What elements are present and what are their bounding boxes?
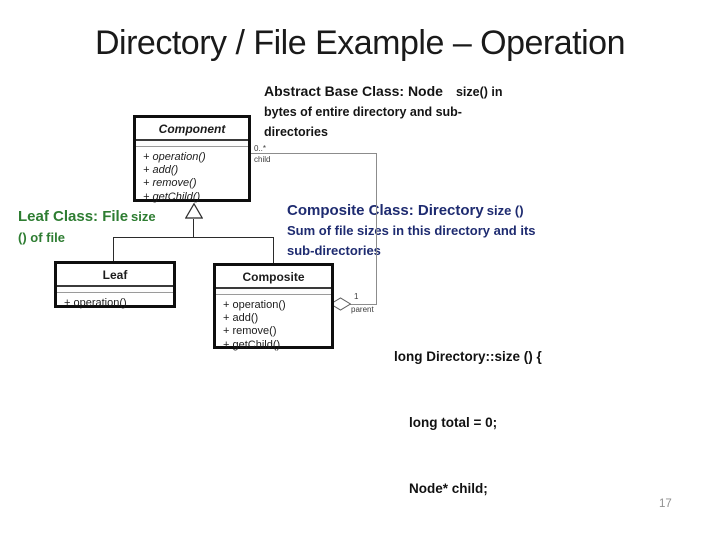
- leaf-operations-compartment: + operation(): [57, 293, 173, 312]
- uml-class-component: Component + operation() + add() + remove…: [133, 115, 251, 203]
- page-title: Directory / File Example – Operation: [95, 24, 625, 62]
- inheritance-composite-line: [273, 237, 274, 263]
- inheritance-leaf-line: [113, 237, 114, 261]
- inheritance-branch-line: [113, 237, 274, 238]
- component-method: + operation(): [143, 151, 206, 163]
- component-method: + getChild(): [143, 190, 201, 203]
- code-line: long total = 0;: [409, 415, 498, 430]
- leaf-method: + operation(): [64, 297, 127, 309]
- leaf-attributes-compartment: [57, 287, 173, 293]
- code-listing: long Directory::size () { long total = 0…: [394, 302, 642, 540]
- composite-operations-compartment: + operation() + add() + remove() + getCh…: [216, 295, 331, 354]
- composite-class-name: Composite: [216, 266, 331, 289]
- edge-label-one: 1: [354, 292, 359, 301]
- composite-method: + remove(): [223, 325, 277, 338]
- slide-page-number: 17: [659, 498, 672, 510]
- component-method: + remove(): [143, 177, 197, 190]
- component-method: + add(): [143, 164, 179, 177]
- edge-label-parent-role: parent: [351, 305, 374, 314]
- composite-attributes-compartment: [216, 289, 331, 295]
- composite-method: + operation(): [223, 299, 286, 311]
- association-line-vertical: [376, 153, 377, 304]
- uml-class-composite: Composite + operation() + add() + remove…: [213, 263, 334, 351]
- annotation-leaf-description: size () of file: [18, 209, 156, 245]
- leaf-class-name: Leaf: [57, 264, 173, 287]
- inheritance-stem-line: [193, 219, 194, 237]
- annotation-composite-heading: Composite Class: Directory: [287, 202, 484, 219]
- uml-class-leaf: Leaf + operation(): [54, 261, 176, 309]
- association-line-top: [251, 153, 377, 154]
- composite-method: + add(): [223, 312, 259, 325]
- annotation-abstract-heading: Abstract Base Class: Node: [264, 83, 443, 99]
- code-line: Node* child;: [409, 481, 488, 496]
- component-attributes-compartment: [136, 141, 248, 147]
- aggregation-diamond-icon: [330, 297, 351, 311]
- edge-label-multiplicity: 0..*: [254, 144, 267, 153]
- composite-method: + getChild(): [223, 338, 281, 351]
- component-operations-compartment: + operation() + add() + remove() + getCh…: [136, 147, 248, 206]
- association-line-bottom: [349, 304, 377, 305]
- annotation-leaf-heading: Leaf Class: File: [18, 208, 129, 225]
- code-line: long Directory::size () {: [394, 349, 542, 364]
- inheritance-triangle-icon: [185, 203, 203, 219]
- annotation-composite-description: size () Sum of file sizes in this direct…: [287, 203, 536, 258]
- edge-label-child-role: child: [254, 155, 271, 164]
- annotation-abstract-description: size() in bytes of entire directory and …: [264, 85, 503, 139]
- component-class-name: Component: [136, 118, 248, 141]
